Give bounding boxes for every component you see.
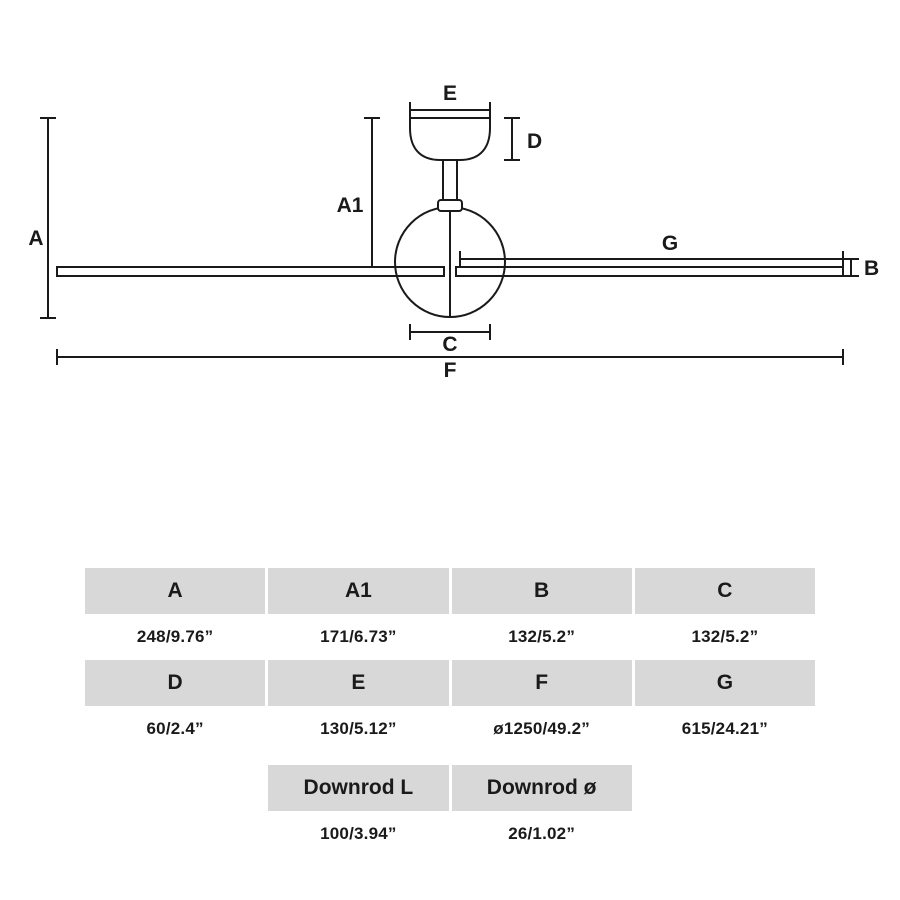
dim-label-b: B (864, 257, 879, 280)
fan-drawing (56, 117, 844, 318)
header-cell-a1: A1 (268, 568, 449, 614)
dim-label-c: C (442, 333, 457, 356)
dimension-lines (40, 102, 859, 365)
value-cell-g: 615/24.21” (681, 719, 768, 738)
fan-downrod (442, 159, 458, 201)
value-cell-a1: 171/6.73” (320, 627, 397, 646)
dim-label-a: A (28, 227, 43, 250)
fan-dimension-diagram: E D A1 A G B C F (28, 82, 879, 382)
dimension-labels: E D A1 A G B C F (28, 82, 879, 382)
value-cell-e: 130/5.12” (320, 719, 397, 738)
dim-d (504, 117, 520, 161)
header-cell-g: G (634, 660, 815, 706)
header-cell-c: C (634, 568, 815, 614)
dim-a (40, 117, 56, 319)
value-cell-d: 60/2.4” (146, 719, 204, 738)
dim-b (843, 258, 859, 277)
header-cell-f: F (451, 660, 632, 706)
value-cell-b: 132/5.2” (508, 627, 576, 646)
value-cell-downrod-dia: 26/1.02” (508, 824, 576, 843)
fan-ball-joint (437, 199, 463, 212)
value-cell-c: 132/5.2” (691, 627, 759, 646)
value-cell-downrod-l: 100/3.94” (320, 824, 397, 843)
dimension-table-row-3: Downrod L Downrod ø 100/3.94” 26/1.02” (85, 765, 815, 857)
dim-label-f: F (444, 359, 457, 382)
header-cell-b: B (451, 568, 632, 614)
dimension-table-row-1: A A1 B C 248/9.76” 171/6.73” 132/5.2” 13… (85, 568, 815, 660)
dim-c (409, 324, 491, 340)
dim-label-a1: A1 (337, 194, 364, 217)
header-cell-e: E (268, 660, 449, 706)
fan-blade-right (455, 266, 844, 277)
dim-label-d: D (527, 130, 542, 153)
dim-g (459, 251, 844, 267)
value-cell-a: 248/9.76” (136, 627, 214, 646)
dimension-table-row-2: D E F G 60/2.4” 130/5.12” ø1250/49.2” 61… (85, 660, 815, 752)
fan-blade-left (56, 266, 445, 277)
dim-a1 (364, 117, 380, 268)
dimension-table: A A1 B C 248/9.76” 171/6.73” 132/5.2” 13… (85, 568, 815, 857)
dim-f (56, 349, 844, 365)
value-cell-f: ø1250/49.2” (493, 719, 590, 738)
header-cell-downrod-l: Downrod L (268, 765, 449, 811)
fan-canopy (409, 117, 491, 161)
dim-e (409, 102, 491, 118)
dim-label-e: E (443, 82, 457, 105)
header-cell-d: D (85, 660, 266, 706)
dim-label-g: G (662, 232, 678, 255)
header-cell-downrod-dia: Downrod ø (451, 765, 632, 811)
header-cell-a: A (85, 568, 266, 614)
